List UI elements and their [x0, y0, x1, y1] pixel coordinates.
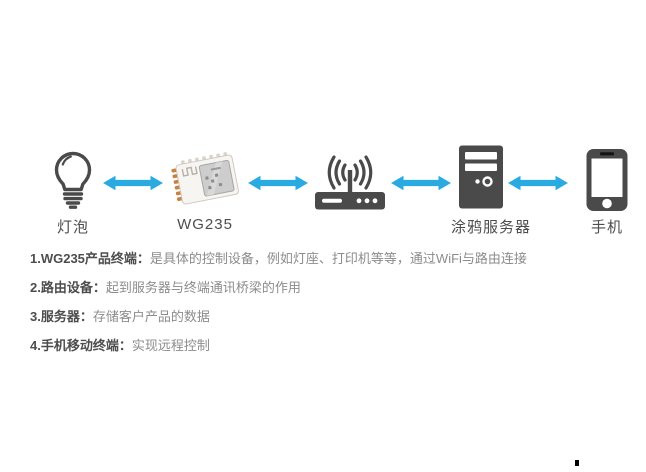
note-desc: 是具体的控制设备，例如灯座、打印机等等，通过WiFi与路由连接	[149, 251, 527, 266]
note-line-1: 1.WG235产品终端：是具体的控制设备，例如灯座、打印机等等，通过WiFi与路…	[30, 250, 640, 267]
bidirectional-arrow	[102, 174, 164, 192]
node-server: 涂鸦服务器	[451, 145, 532, 237]
note-title: 1.WG235产品终端：	[30, 251, 150, 266]
node-label-server: 涂鸦服务器	[451, 219, 532, 236]
node-label-phone: 手机	[590, 219, 623, 236]
router-icon	[312, 146, 388, 212]
node-router	[312, 146, 388, 216]
note-desc: 起到服务器与终端通讯桥梁的作用	[105, 280, 301, 295]
wifi-module-icon	[163, 146, 247, 212]
note-title: 2.路由设备：	[30, 280, 106, 295]
lightbulb-icon	[43, 146, 103, 212]
note-line-3: 3.服务器：存储客户产品的数据	[30, 308, 640, 325]
note-desc: 实现远程控制	[131, 338, 210, 353]
note-title: 4.手机移动终端：	[30, 338, 132, 353]
phone-icon	[584, 146, 630, 212]
node-label-bulb: 灯泡	[56, 219, 89, 236]
node-bulb: 灯泡	[43, 146, 103, 237]
notes-list: 1.WG235产品终端：是具体的控制设备，例如灯座、打印机等等，通过WiFi与路…	[30, 250, 640, 366]
node-label-wifi-module: WG235	[177, 216, 233, 233]
server-icon	[451, 145, 511, 212]
text-cursor-mark	[575, 460, 579, 466]
node-wifi-module: WG235	[163, 146, 247, 233]
node-phone: 手机	[584, 146, 630, 237]
bidirectional-arrow	[390, 174, 452, 192]
note-line-2: 2.路由设备：起到服务器与终端通讯桥梁的作用	[30, 279, 640, 296]
note-title: 3.服务器：	[30, 309, 93, 324]
bidirectional-arrow	[507, 174, 569, 192]
bidirectional-arrow	[247, 174, 309, 192]
note-desc: 存储客户产品的数据	[92, 309, 210, 324]
note-line-4: 4.手机移动终端：实现远程控制	[30, 337, 640, 354]
